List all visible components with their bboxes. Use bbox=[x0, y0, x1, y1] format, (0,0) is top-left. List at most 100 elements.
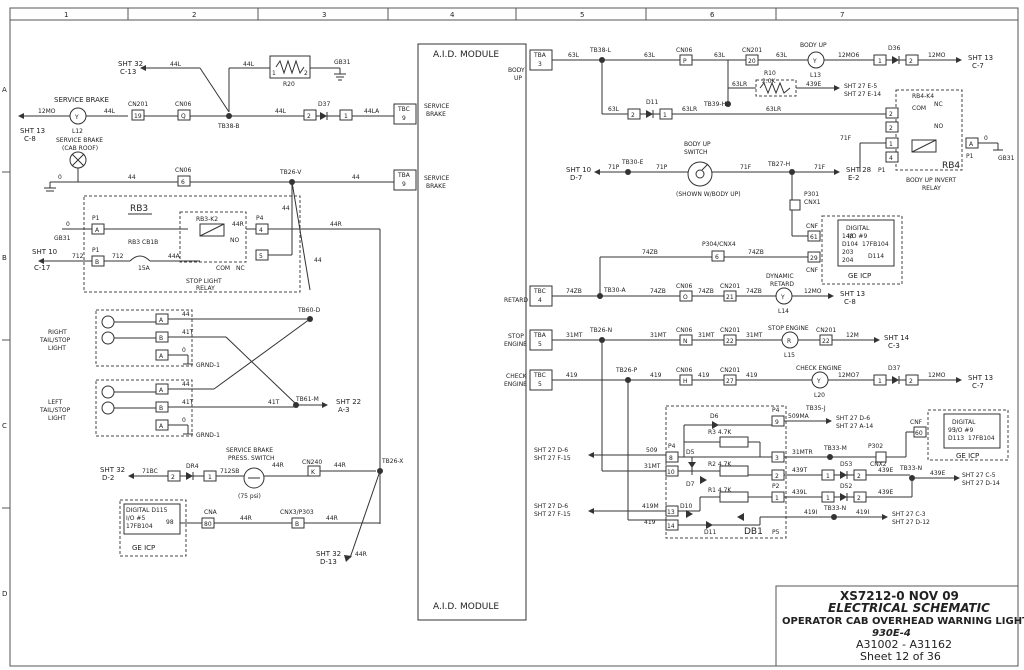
wire-44-e: 44 bbox=[182, 311, 190, 318]
wire-41t-a: 41T bbox=[182, 329, 194, 336]
wire-44r-d: 44R bbox=[334, 462, 346, 469]
wire-44-d: 44 bbox=[314, 257, 322, 264]
r-cn06-label: CN06 bbox=[676, 47, 692, 54]
row-a: A bbox=[2, 86, 7, 94]
rb4-p1: P1 bbox=[966, 153, 974, 160]
wire-12m: 12M bbox=[846, 332, 859, 339]
cnf2-60: 60 bbox=[915, 430, 923, 437]
aid-body-b: UP bbox=[514, 75, 522, 82]
rb4-p1-left: P1 bbox=[878, 167, 886, 174]
p301-b: CNX1 bbox=[804, 199, 821, 206]
r1-label: R1 4.7K bbox=[708, 487, 732, 494]
right-tail-b: TAIL/STOP bbox=[39, 337, 71, 344]
ltl-pin-a: A bbox=[159, 387, 164, 394]
wire-63l-c: 63L bbox=[714, 52, 726, 59]
db1-label: DB1 bbox=[744, 527, 763, 537]
tba3-pin: 3 bbox=[538, 61, 542, 68]
ge-icp-left: GE ICP bbox=[132, 544, 155, 552]
tbc4-label: TBC bbox=[533, 288, 546, 295]
d36-pin1: 1 bbox=[878, 58, 882, 65]
ref-sht27-c5-a: SHT 27 C-5 bbox=[962, 472, 996, 479]
rtl-pin-a: A bbox=[159, 317, 164, 324]
ref-sht32-d2-b: D-2 bbox=[102, 474, 114, 482]
ref-sht32-c13-b: C-13 bbox=[120, 68, 136, 76]
db1-3: 3 bbox=[775, 455, 779, 462]
cn201-retard: CN201 bbox=[720, 283, 740, 290]
column-ruler: 1 2 3 4 5 6 7 bbox=[64, 8, 844, 20]
left-tail-c: LIGHT bbox=[48, 415, 66, 422]
stop-lamp-r: R bbox=[787, 338, 791, 345]
tb60-d: TB60-D bbox=[297, 307, 321, 314]
cn06-retard: CN06 bbox=[676, 283, 692, 290]
db1-p4: P4 bbox=[668, 443, 676, 450]
wire-31mt-d: 31MT bbox=[746, 332, 763, 339]
r10-value: 2.0K bbox=[762, 78, 777, 85]
aid-service-brake-c: SERVICE bbox=[424, 175, 450, 182]
body-lamp-y: Y bbox=[812, 58, 817, 65]
lamp-y: Y bbox=[74, 114, 79, 121]
aid-check-b: ENGINE bbox=[504, 381, 527, 388]
ref-sht27-c3-a: SHT 27 C-3 bbox=[892, 511, 926, 518]
rb4-label: RB4 bbox=[942, 161, 960, 171]
wire-712sb: 712SB bbox=[220, 468, 239, 475]
db1-10: 10 bbox=[667, 469, 675, 476]
check-lamp-label: CHECK ENGINE bbox=[796, 365, 842, 372]
gb31-b: GB31 bbox=[54, 235, 71, 242]
wire-41t-b: 41T bbox=[182, 399, 194, 406]
r20-pin1: 1 bbox=[272, 70, 276, 77]
d114-c: D114 bbox=[868, 253, 884, 260]
tba5-pin: 5 bbox=[538, 341, 542, 348]
r-cn201-label: CN201 bbox=[742, 47, 762, 54]
wire-419-c: 419 bbox=[698, 372, 710, 379]
wire-31mt-c: 31MT bbox=[698, 332, 715, 339]
tbc-label: TBC bbox=[397, 106, 410, 113]
wire-44-b: 44 bbox=[352, 174, 360, 181]
aid-stop-a: STOP bbox=[508, 333, 524, 340]
body-up-switch-b: SWITCH bbox=[684, 149, 708, 156]
tba-pin: 9 bbox=[402, 181, 406, 188]
left-tail-b: TAIL/STOP bbox=[39, 407, 71, 414]
ref-sht14-c3-a: SHT 14 bbox=[884, 334, 910, 342]
tb26-v: TB26-V bbox=[279, 169, 302, 176]
dio-left-b: I/O #5 bbox=[126, 515, 145, 522]
db1-2: 2 bbox=[775, 473, 779, 480]
column-3: 3 bbox=[322, 11, 326, 19]
cn06-stop: CN06 bbox=[676, 327, 692, 334]
wire-31mtr: 31MTR bbox=[792, 449, 813, 456]
aid-module-title-bottom: A.I.D. MODULE bbox=[433, 602, 499, 612]
wire-419i: 419I bbox=[804, 509, 817, 516]
rtl-pin-c: A bbox=[159, 353, 164, 360]
row-d: D bbox=[2, 590, 7, 598]
d52-pin2: 2 bbox=[857, 495, 861, 502]
aid-check-a: CHECK bbox=[506, 373, 528, 380]
tb26-x: TB26-X bbox=[381, 458, 403, 465]
tb33-m: TB33-M bbox=[823, 445, 847, 452]
d11-pin1: 1 bbox=[663, 112, 667, 119]
d52-pin1: 1 bbox=[826, 495, 830, 502]
doc-model: 930E-4 bbox=[872, 628, 911, 639]
r20-label: R20 bbox=[283, 81, 295, 88]
dyn-retard-b: RETARD bbox=[770, 281, 794, 288]
left-circuit: SHT 32 C-13 44L 44L 1 2 R20 GB31 SERVICE… bbox=[18, 55, 450, 566]
stop-lamp-label: STOP ENGINE bbox=[768, 325, 809, 332]
stop-light-relay-a: STOP LIGHT bbox=[186, 278, 222, 285]
wire-509ma: 509MA bbox=[788, 413, 810, 420]
ref-sht14-c3-b: C-3 bbox=[888, 342, 900, 350]
column-4: 4 bbox=[450, 11, 455, 19]
stop-light-relay-b: RELAY bbox=[196, 285, 215, 292]
tb61-m: TB61-M bbox=[295, 396, 319, 403]
tb33-n: TB33-N bbox=[899, 465, 922, 472]
column-6: 6 bbox=[710, 11, 715, 19]
wire-74zb-c: 74ZB bbox=[566, 288, 582, 295]
d113-b: D113 bbox=[948, 435, 964, 442]
ref-r-sht13-c8-b: C-8 bbox=[844, 298, 856, 306]
d37-label: D37 bbox=[318, 101, 330, 108]
tb26-n: TB26-N bbox=[589, 327, 612, 334]
wire-0: 0 bbox=[58, 174, 62, 181]
wire-71p-b: 71P bbox=[656, 164, 668, 171]
d53-pin2: 2 bbox=[857, 473, 861, 480]
cnf2-label: CNF bbox=[910, 419, 923, 426]
cn06-pin-q: Q bbox=[181, 113, 186, 120]
dio-left-a: DIGITAL D115 bbox=[126, 507, 168, 514]
tba3-label: TBA bbox=[533, 52, 547, 59]
